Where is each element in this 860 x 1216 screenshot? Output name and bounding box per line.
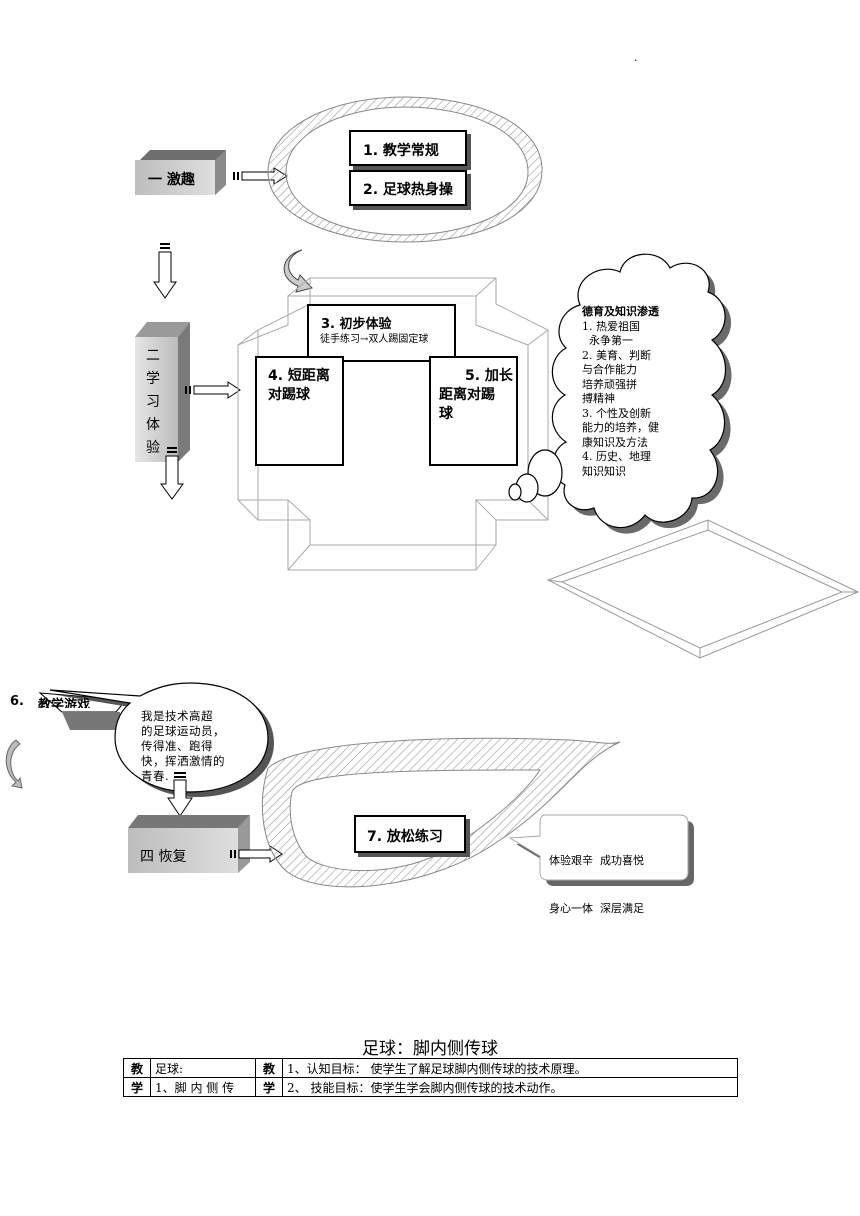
item5-box: 5. 加长 距离对踢 球 (429, 356, 518, 466)
bubble-line: 我是技术高超 (141, 709, 213, 723)
table-cell: 学 (255, 1077, 283, 1097)
item2-box: 2. 足球热身操 (349, 170, 467, 206)
item4-box: 4. 短距离 对踢球 (255, 356, 344, 466)
down-arrow-1 (153, 243, 177, 299)
feedback-bubble-shape (508, 814, 694, 886)
moral-line: 1. 热爱祖国 (582, 319, 640, 333)
moral-line: 培养顽强拼 (582, 377, 637, 391)
item7-box: 7. 放松练习 (354, 815, 466, 853)
moral-line: 能力的培养，健 (582, 421, 659, 434)
moral-line: 4. 历史、地理 (582, 450, 651, 463)
base-plate (546, 519, 860, 659)
down-arrow-3 (167, 772, 193, 817)
item1-label: 1. 教学常规 (363, 143, 439, 159)
curved-arrow-top (283, 249, 313, 293)
item5-line: 距离对踢 (439, 387, 495, 403)
table-cell: 1、脚 内 侧 传 (150, 1077, 256, 1097)
moral-cloud-text: 德育及知识渗透 1. 热爱祖国 永争第一 2. 美育、判断 与合作能力 培养顽强… (582, 305, 694, 479)
table-cell: 2、 技能目标：使学生学会脚内侧传球的技术动作。 (282, 1077, 738, 1097)
table-cell: 学 (123, 1077, 151, 1097)
moral-cloud-title: 德育及知识渗透 (582, 305, 659, 318)
stage2-char: 学 (146, 371, 160, 387)
moral-line: 3. 个性及创新 (582, 406, 651, 420)
bubble-line: 的足球运动员， (141, 724, 225, 738)
stage4-block (128, 815, 250, 873)
feedback-text: 体验艰辛 成功喜悦 身心一体 深层满足 (549, 821, 644, 933)
moral-line: 永争第一 (582, 334, 633, 347)
speech-bubble-shape (49, 682, 274, 797)
stage1-label: 一 激趣 (148, 172, 195, 188)
stage2-char: 二 (146, 348, 160, 364)
moral-line: 2. 美育、判断 (582, 348, 651, 362)
stage2-label: 二 学 习 体 验 (143, 345, 163, 460)
stage2-char: 验 (146, 440, 160, 456)
item4-line: 4. 短距离 (268, 368, 330, 384)
item3-box: 3. 初步体验 徒手练习→双人踢固定球 (307, 304, 456, 362)
feedback-line: 身心一体 深层满足 (549, 902, 644, 915)
item4-line: 对踢球 (268, 387, 310, 403)
lesson-title: 足球：脚内侧传球 (362, 1039, 498, 1059)
table-cell: 教 (255, 1058, 283, 1078)
table-row: 教 足球: 教 1、认知目标： 使学生了解足球脚内侧传球的技术原理。 (123, 1058, 738, 1078)
table-cell: 教 (123, 1058, 151, 1078)
stage1-block (135, 150, 226, 195)
table-cell: 足球: (150, 1058, 256, 1078)
item1-box: 1. 教学常规 (349, 130, 467, 166)
item2-label: 2. 足球热身操 (363, 182, 453, 198)
bubble-line: 传得准、跑得 (141, 739, 213, 753)
item3-title: 3. 初步体验 (321, 317, 392, 332)
bubble-line: 快，挥洒激情的 (141, 754, 225, 768)
feedback-line: 体验艰辛 成功喜悦 (549, 854, 644, 867)
bubble-line: 青春. (141, 769, 170, 783)
stage2-char: 习 (146, 394, 160, 410)
stage4-label: 四 恢复 (140, 849, 187, 865)
stage3-block (38, 692, 128, 730)
table-cell: 1、认知目标： 使学生了解足球脚内侧传球的技术原理。 (282, 1058, 738, 1078)
stage1-ring (267, 96, 543, 243)
moral-line: 康知识及方法 (582, 435, 648, 449)
moral-line: 知识知识 (582, 464, 626, 478)
item5-line: 5. 加长 (465, 368, 513, 384)
stage3-label: 教学游戏 (38, 698, 91, 708)
corner-mark: · (634, 54, 638, 67)
lesson-table: 教 足球: 教 1、认知目标： 使学生了解足球脚内侧传球的技术原理。 学 1、脚… (123, 1058, 738, 1097)
stage3-prefix: 6. (10, 694, 24, 709)
item5-line: 球 (439, 406, 453, 422)
moral-cloud-shape (508, 253, 732, 534)
moral-line: 搏精神 (582, 392, 615, 405)
item3-subtitle: 徒手练习→双人踢固定球 (320, 334, 429, 345)
stage2-pillar (135, 322, 190, 462)
curved-arrow-left (5, 739, 23, 789)
speech-bubble-text: 我是技术高超 的足球运动员， 传得准、跑得 快，挥洒激情的 青春. (141, 709, 257, 784)
down-arrow-2 (160, 447, 184, 500)
stage2-arrow-right (185, 381, 241, 399)
cross-frame (237, 277, 549, 571)
stage2-char: 体 (146, 417, 160, 433)
moral-line: 与合作能力 (582, 363, 637, 376)
table-row: 学 1、脚 内 侧 传 学 2、 技能目标：使学生学会脚内侧传球的技术动作。 (123, 1077, 738, 1097)
item7-label: 7. 放松练习 (367, 829, 443, 845)
